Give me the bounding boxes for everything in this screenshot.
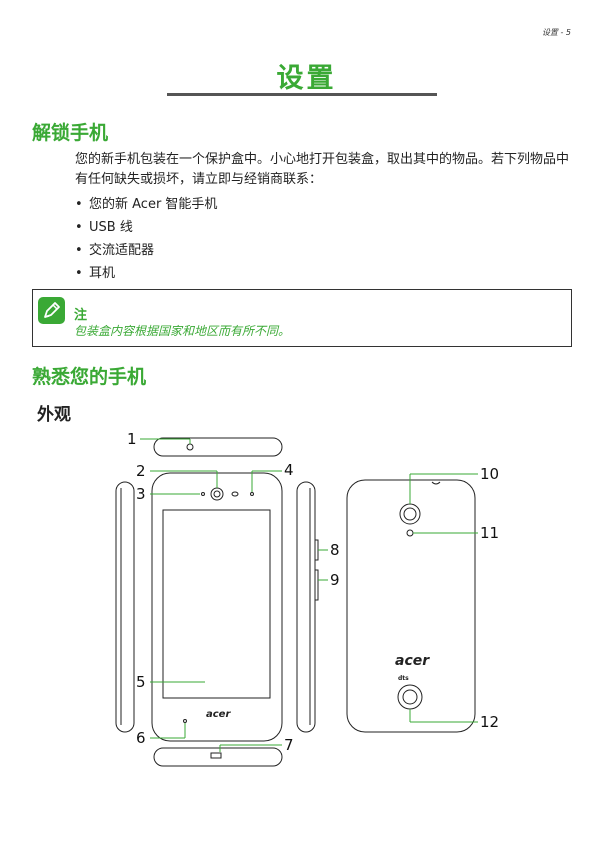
front-brand-logo: acer (206, 709, 231, 720)
callout-6: 6 (136, 729, 146, 747)
page-title: 设置 (276, 63, 337, 94)
phone-screen (162, 509, 271, 699)
callout-8: 8 (330, 541, 340, 559)
callout-11: 11 (480, 524, 499, 542)
section-heading-unboxing: 解锁手机 (32, 122, 109, 144)
callout-7: 7 (284, 736, 294, 754)
list-item: 耳机 (75, 262, 217, 285)
callout-10: 10 (480, 465, 499, 483)
note-text: 包装盒内容根据国家和地区而有所不同。 (74, 324, 291, 338)
phone-diagram: 1 2 3 4 5 6 7 8 9 10 11 12 acer acer dts (115, 430, 499, 767)
subsection-heading-appearance: 外观 (37, 405, 71, 425)
phone-top-view (153, 437, 283, 457)
callout-3: 3 (136, 485, 146, 503)
back-brand-logo: acer (395, 653, 430, 669)
phone-left-side (115, 481, 135, 733)
callout-4: 4 (284, 461, 294, 479)
phone-back-view (346, 479, 476, 733)
title-rule (167, 93, 437, 96)
list-item: USB 线 (75, 216, 217, 239)
list-item: 交流适配器 (75, 239, 217, 262)
phone-front-view (151, 472, 283, 742)
note-box (32, 289, 572, 347)
callout-5: 5 (136, 673, 146, 691)
unboxing-paragraph: 您的新手机包装在一个保护盒中。小心地打开包装盒，取出其中的物品。若下列物品中有任… (75, 152, 570, 187)
callout-1: 1 (127, 430, 137, 448)
note-title: 注 (74, 308, 88, 323)
callout-2: 2 (136, 462, 146, 480)
package-contents-list: 您的新 Acer 智能手机 USB 线 交流适配器 耳机 (75, 193, 217, 285)
callout-12: 12 (480, 713, 499, 731)
list-item: 您的新 Acer 智能手机 (75, 193, 217, 216)
section-heading-know-phone: 熟悉您的手机 (32, 366, 147, 388)
callout-9: 9 (330, 571, 340, 589)
phone-right-side (296, 481, 316, 733)
dts-logo: dts (398, 675, 409, 682)
pencil-icon (38, 297, 65, 324)
phone-bottom-view (153, 747, 283, 767)
page-number: 设置 - 5 (541, 28, 571, 37)
